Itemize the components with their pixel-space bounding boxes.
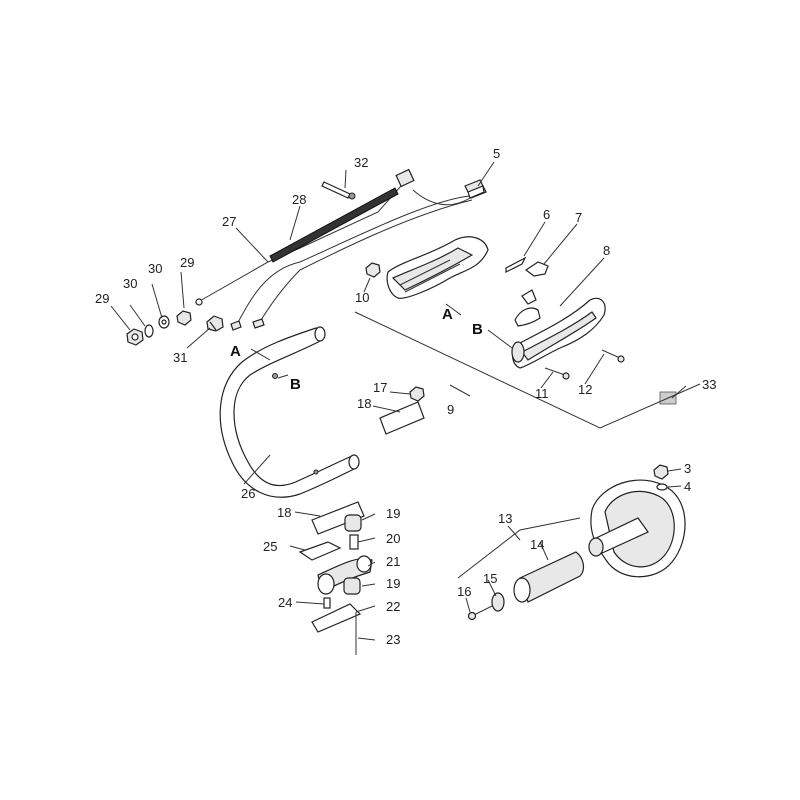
cable-spring-sleeve — [269, 187, 399, 263]
nut-17 — [409, 386, 425, 402]
callout-9: 9 — [447, 402, 454, 417]
screw-24 — [323, 597, 331, 609]
callout-7: 7 — [575, 210, 582, 225]
callout-24: 24 — [278, 595, 292, 610]
handle-grip-8 — [511, 297, 606, 369]
bolt-31 — [206, 315, 224, 332]
spacer-19-lower — [343, 577, 361, 595]
callout-8: 8 — [603, 243, 610, 258]
callout-19-lower: 19 — [386, 576, 400, 591]
callout-11: 11 — [535, 386, 549, 401]
clamp-21 — [317, 555, 373, 595]
shaft-13 — [588, 517, 649, 557]
callout-27: 27 — [222, 214, 236, 229]
grip-14 — [513, 551, 585, 603]
group-bracket-13 — [457, 517, 581, 579]
callout-5: 5 — [493, 146, 500, 161]
group-bracket-9 — [354, 311, 701, 429]
callout-30-left: 30 — [123, 276, 137, 291]
callout-17: 17 — [373, 380, 387, 395]
callout-33: 33 — [702, 377, 716, 392]
callout-29-left: 29 — [95, 291, 109, 306]
pin-20 — [349, 534, 359, 550]
nut-10 — [365, 262, 381, 278]
cap-15 — [491, 592, 505, 612]
callout-12: 12 — [578, 382, 592, 397]
cable-end-fitting — [395, 168, 415, 188]
nut-29-left — [126, 328, 144, 346]
callout-30-right: 30 — [148, 261, 162, 276]
clamp-plate-25 — [298, 541, 342, 561]
trigger-6 — [505, 256, 527, 273]
cable-tie — [321, 181, 356, 200]
callout-numbers: 32 28 27 5 6 7 8 10 29 30 30 29 31 9 11 … — [95, 146, 716, 647]
callout-28: 28 — [292, 192, 306, 207]
switch-connector — [464, 179, 487, 199]
callout-23: 23 — [386, 632, 400, 647]
callout-31: 31 — [173, 350, 187, 365]
callout-15: 15 — [483, 571, 497, 586]
callout-18-lower: 18 — [277, 505, 291, 520]
callout-20: 20 — [386, 531, 400, 546]
screw-12 — [601, 349, 625, 363]
callout-10: 10 — [355, 290, 369, 305]
marker-a-handle: A — [442, 306, 453, 323]
callout-29-right: 29 — [180, 255, 194, 270]
throttle-cable — [197, 177, 473, 329]
nut-29-right — [176, 310, 192, 326]
handle-housing-left — [386, 236, 489, 299]
callout-4: 4 — [684, 479, 691, 494]
callout-16: 16 — [457, 584, 471, 599]
callout-21: 21 — [386, 554, 400, 569]
clamp-plate-22 — [311, 603, 362, 633]
washer-30-left — [144, 324, 154, 338]
marker-b-grip: B — [472, 321, 483, 338]
callout-3: 3 — [684, 461, 691, 476]
clamp-plate-18-lower — [311, 501, 365, 535]
cable-terminal — [230, 320, 242, 331]
screw-11 — [544, 367, 570, 380]
trigger-piece — [514, 289, 541, 327]
screw-16 — [467, 605, 493, 621]
callout-25: 25 — [263, 539, 277, 554]
marker-a-bar: A — [230, 343, 241, 360]
callout-14: 14 — [530, 537, 544, 552]
cable-terminal — [252, 318, 265, 329]
leader-lines — [110, 161, 687, 641]
callout-6: 6 — [543, 207, 550, 222]
marker-b-bar: B — [290, 376, 301, 393]
washer-4 — [656, 483, 668, 491]
cable-end — [195, 298, 203, 306]
clamp-plate-18-upper — [379, 401, 425, 435]
callout-13: 13 — [498, 511, 512, 526]
callout-32: 32 — [354, 155, 368, 170]
washer-30-right — [158, 315, 170, 329]
callout-22: 22 — [386, 599, 400, 614]
reference-letters: A B A B — [230, 306, 483, 393]
spacer-19-upper — [344, 514, 362, 532]
lock-lever-7 — [524, 261, 549, 277]
callout-18-upper: 18 — [357, 396, 371, 411]
nut-3 — [653, 464, 669, 480]
callout-19-upper: 19 — [386, 506, 400, 521]
callout-26: 26 — [241, 486, 255, 501]
loop-handle-bar — [219, 326, 360, 498]
